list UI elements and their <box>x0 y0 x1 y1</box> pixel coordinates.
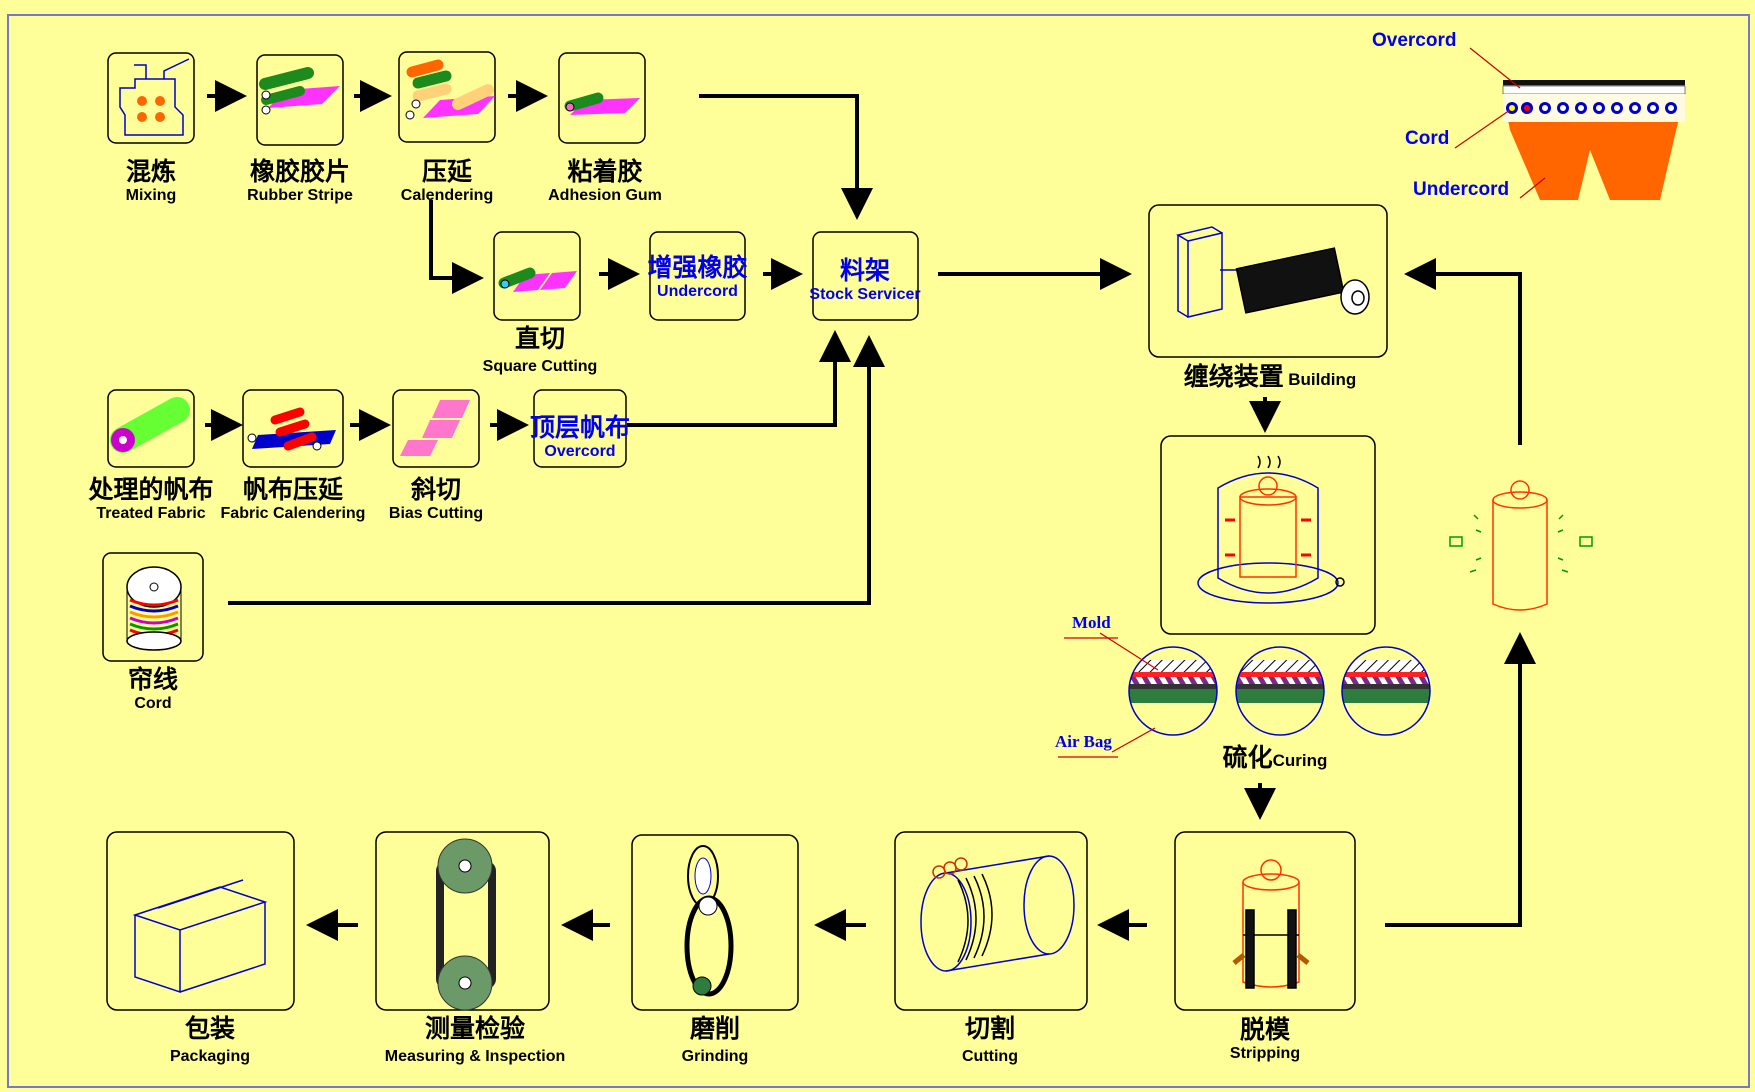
curing-en: Curing <box>1272 751 1328 770</box>
rubber-stripe-zh: 橡胶胶片 <box>249 157 350 186</box>
building-en: Building <box>1288 370 1357 389</box>
treated-fabric-en: Treated Fabric <box>96 504 206 522</box>
mixing-zh: 混炼 <box>125 157 176 186</box>
bias-cutting-en: Bias Cutting <box>388 504 484 522</box>
grinding-box <box>631 834 799 1011</box>
arrow-adhesion-stock <box>699 94 873 220</box>
grinding-label: 磨削 Grinding <box>665 1014 765 1066</box>
belt-undercord-label: Undercord <box>1413 179 1510 200</box>
square-cutting-icon <box>498 267 577 292</box>
building-machine-icon <box>1176 226 1370 318</box>
treated-fabric-label: 处理的帆布 Treated Fabric <box>76 475 226 523</box>
square-cutting-label: 直切 Square Cutting <box>470 324 610 376</box>
bias-cutting-label: 斜切 Bias Cutting <box>381 475 491 523</box>
measuring-icon <box>436 838 496 1011</box>
square-cutting-zh: 直切 <box>514 324 565 353</box>
arrow-overcord-stock <box>627 330 851 427</box>
cord-label: 帘线 Cord <box>103 665 203 713</box>
packaging-en: Packaging <box>169 1047 251 1065</box>
curing-label: 硫化Curing <box>1200 743 1350 773</box>
fabric-calendering-icon <box>247 407 336 451</box>
grinding-zh: 磨削 <box>689 1014 740 1043</box>
rubber-stripe-icon <box>259 67 340 115</box>
treated-fabric-icon <box>110 397 190 453</box>
fabric-calendering-en: Fabric Calendering <box>220 504 366 522</box>
packaging-zh: 包装 <box>184 1014 235 1043</box>
cord-dots <box>1506 102 1677 114</box>
cord-spool-icon <box>126 566 182 651</box>
cord-zh: 帘线 <box>127 665 178 694</box>
arrow-calendering-square <box>429 200 484 294</box>
packaging-box <box>106 831 295 1011</box>
curing-tank-icon <box>1197 455 1345 604</box>
overcord-box <box>533 389 627 468</box>
rubber-stripe-label: 橡胶胶片 Rubber Stripe <box>230 157 370 205</box>
curing-zh: 硫化 <box>1222 743 1273 772</box>
bias-cutting-icon <box>400 400 470 456</box>
stock-servicer-label: 料架 Stock Servicer <box>805 256 925 304</box>
cutting-en: Cutting <box>962 1047 1018 1065</box>
grinding-en: Grinding <box>681 1047 749 1065</box>
undercord-box <box>649 231 746 321</box>
adhesion-gum-en: Adhesion Gum <box>548 186 662 204</box>
undercord-en: Undercord <box>657 282 738 300</box>
calendering-en: Calendering <box>400 186 494 204</box>
belt-cord-label: Cord <box>1405 128 1450 149</box>
fabric-calendering-label: 帆布压延 Fabric Calendering <box>218 475 368 523</box>
adhesion-gum-label: 粘着胶 Adhesion Gum <box>530 157 680 205</box>
arrow-cord-stock <box>228 335 885 605</box>
cutting-label: 切割 Cutting <box>940 1014 1040 1066</box>
arrow-return-top <box>1404 258 1522 445</box>
calendering-zh: 压延 <box>421 157 472 186</box>
cutting-drum-icon <box>920 855 1075 972</box>
stripping-en: Stripping <box>1229 1044 1301 1062</box>
belt-overcord-label: Overcord <box>1372 30 1457 51</box>
cutting-zh: 切割 <box>964 1014 1015 1043</box>
mixing-en: Mixing <box>125 186 177 204</box>
grinding-icon <box>684 845 734 997</box>
stock-servicer-en: Stock Servicer <box>809 285 921 303</box>
belt-cross-section-icon <box>1454 47 1686 200</box>
mixing-label: 混炼 Mixing <box>101 157 201 205</box>
undercord-label: 增强橡胶 Undercord <box>640 253 755 301</box>
undercord-zh: 增强橡胶 <box>647 253 748 282</box>
mixing-box <box>107 52 195 144</box>
stripping-icon <box>1232 859 1310 989</box>
fabric-calendering-zh: 帆布压延 <box>242 475 343 504</box>
bias-cutting-zh: 斜切 <box>410 475 461 504</box>
cord-en: Cord <box>134 694 172 712</box>
outer-border <box>7 14 1750 1088</box>
adhesion-gum-icon <box>564 92 640 115</box>
square-cutting-en: Square Cutting <box>482 357 598 375</box>
measuring-en: Measuring & Inspection <box>384 1047 566 1065</box>
stock-servicer-zh: 料架 <box>839 256 890 285</box>
air-bag-label: Air Bag <box>1055 732 1112 751</box>
stripping-zh: 脱模 <box>1239 1015 1290 1044</box>
calendering-label: 压延 Calendering <box>391 157 503 205</box>
curing-box <box>1160 435 1376 635</box>
stripping-box <box>1174 831 1356 1011</box>
building-zh: 缠绕装置 <box>1183 362 1284 391</box>
measuring-label: 测量检验 Measuring & Inspection <box>360 1014 590 1066</box>
package-box-icon <box>132 879 268 994</box>
packaging-label: 包装 Packaging <box>150 1014 270 1066</box>
building-label: 缠绕装置 Building <box>1140 362 1400 392</box>
rubber-stripe-en: Rubber Stripe <box>247 186 353 204</box>
stock-servicer-box <box>812 231 919 321</box>
overcord-label: 顶层帆布 Overcord <box>520 413 640 461</box>
sleeve-drum-icon <box>1449 480 1593 611</box>
calendering-icon <box>405 59 495 120</box>
overcord-zh: 顶层帆布 <box>529 413 630 442</box>
overcord-en: Overcord <box>544 442 616 460</box>
measuring-zh: 测量检验 <box>424 1014 525 1043</box>
treated-fabric-zh: 处理的帆布 <box>88 475 214 504</box>
mixing-machine-icon <box>119 58 190 136</box>
stripping-label: 脱模 Stripping <box>1215 1015 1315 1063</box>
adhesion-gum-zh: 粘着胶 <box>567 157 643 186</box>
arrow-return-building <box>1385 632 1536 927</box>
mold-label: Mold <box>1072 613 1111 632</box>
mold-cross-sections <box>1058 632 1431 758</box>
